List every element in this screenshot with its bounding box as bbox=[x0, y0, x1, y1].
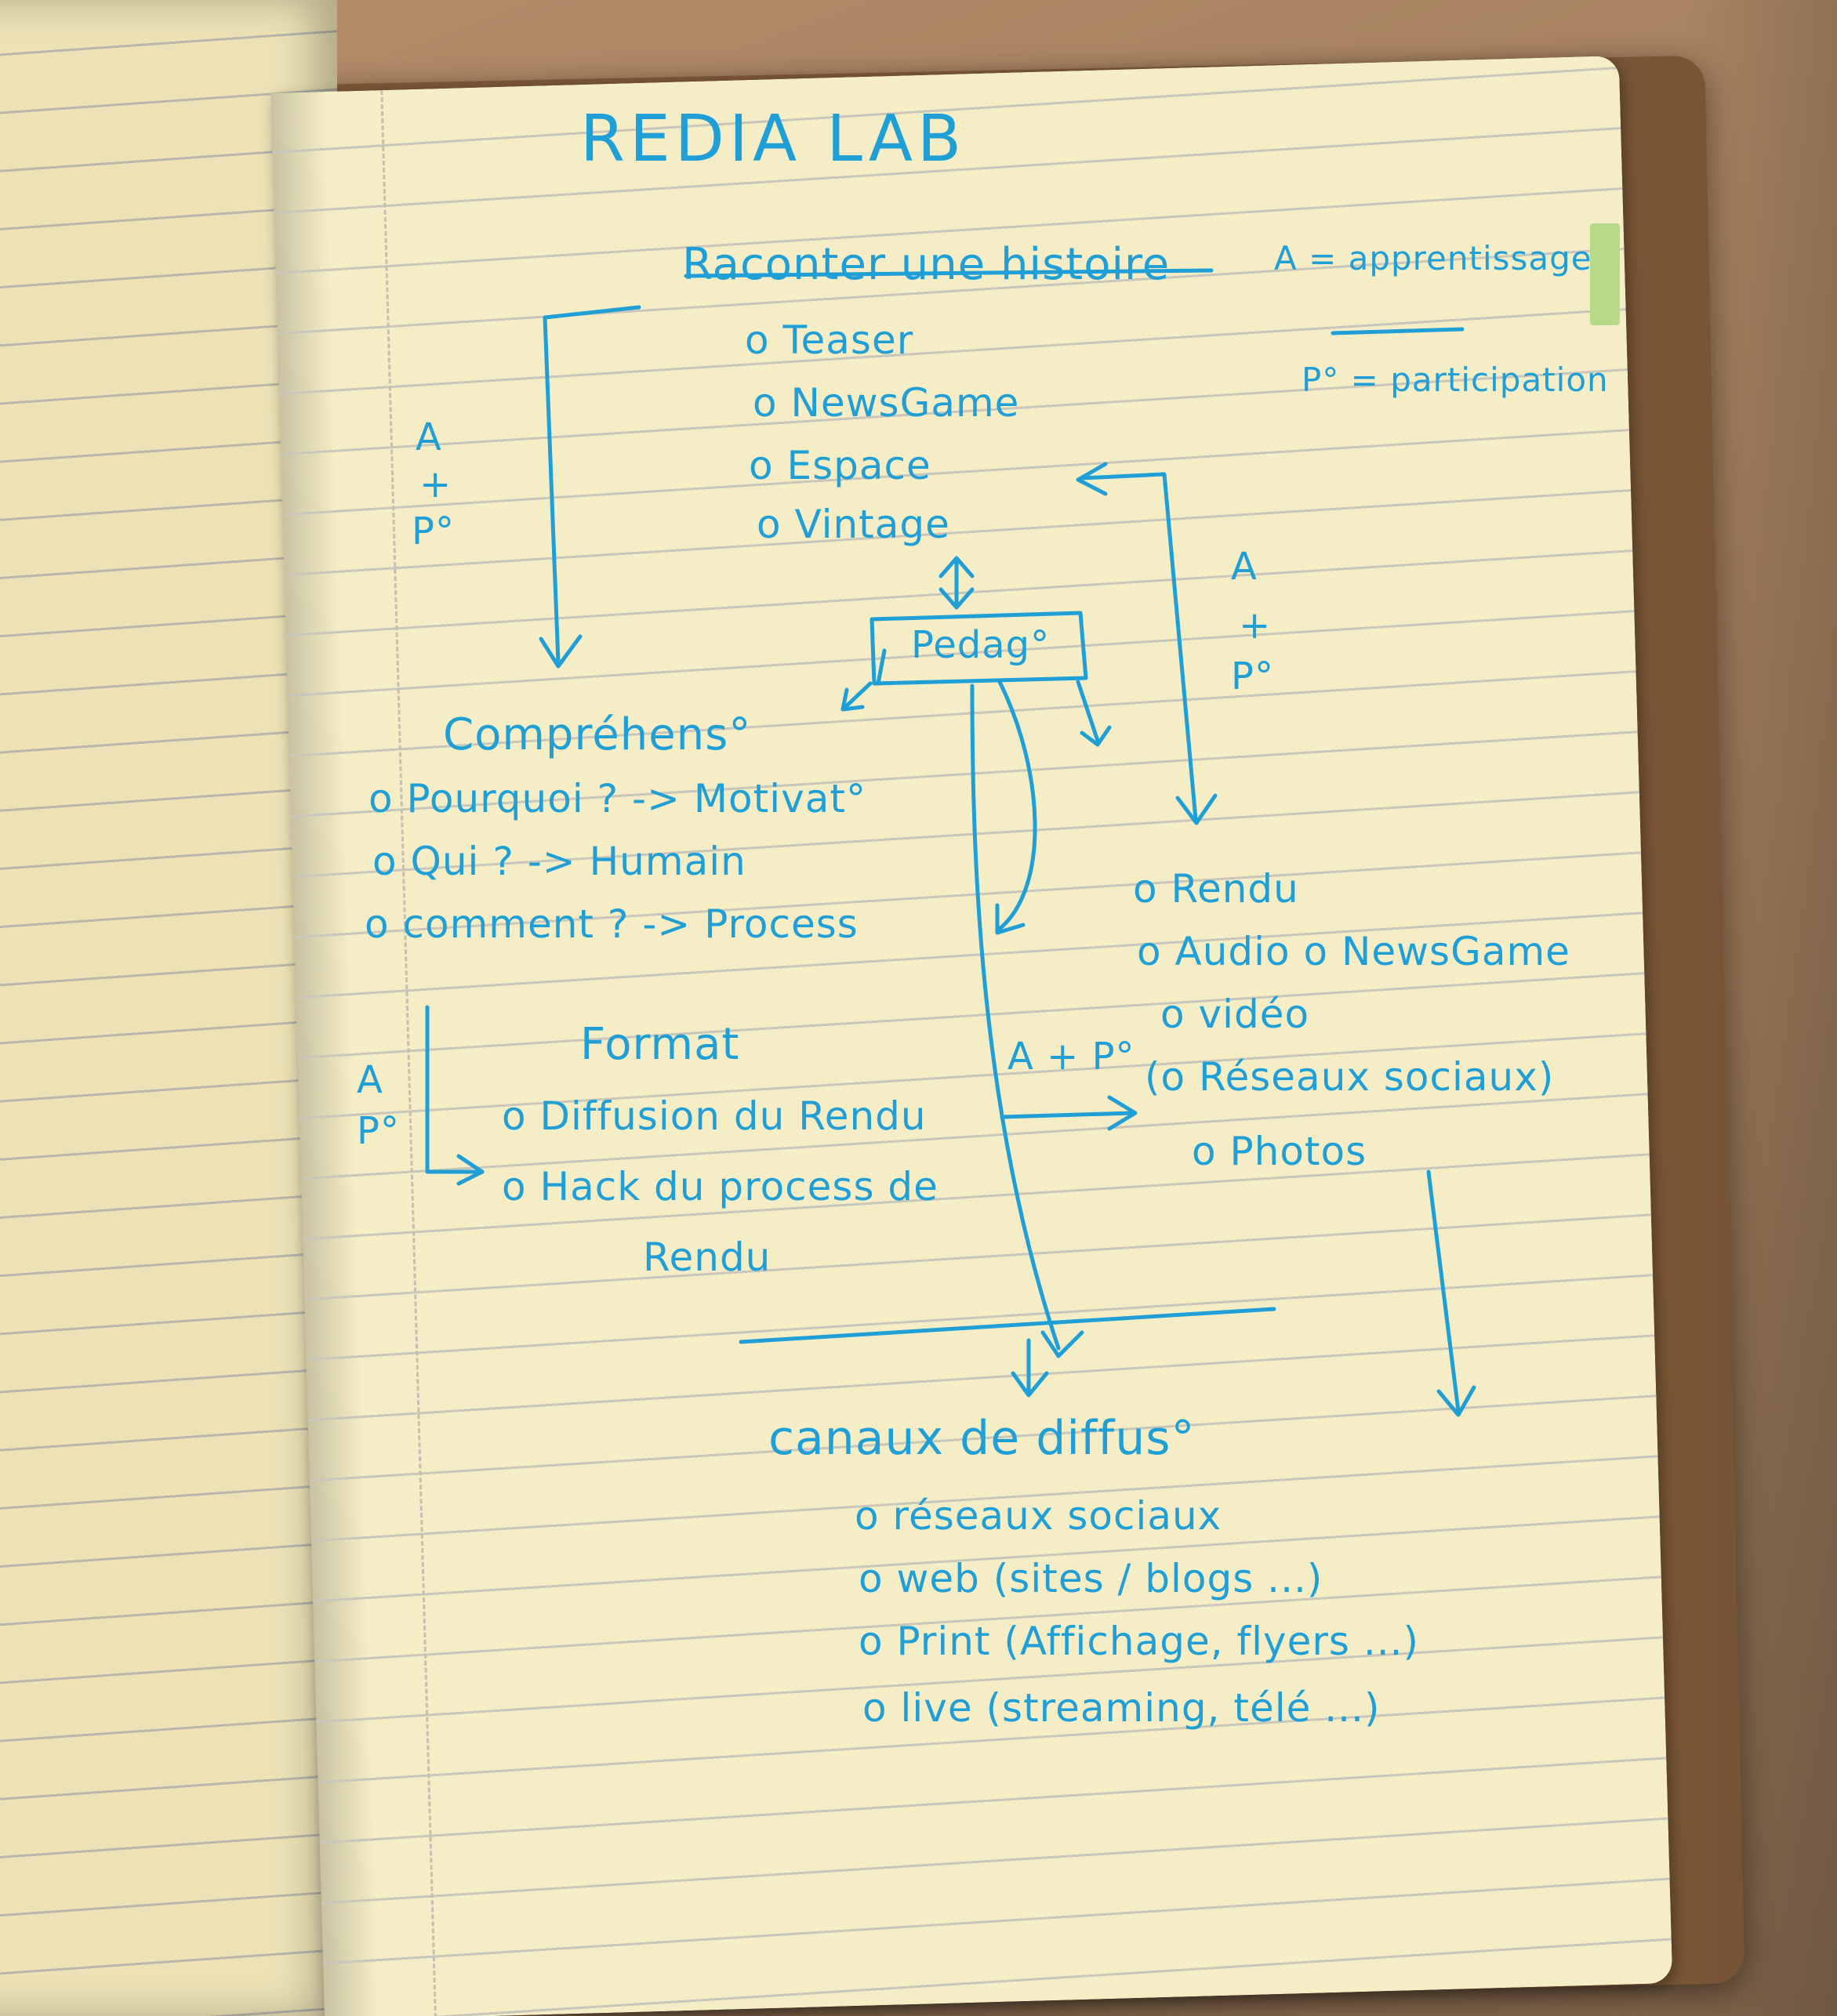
comprehension-item-comment: o comment ? -> Process bbox=[365, 901, 859, 947]
story-item-vintage: o Vintage bbox=[757, 502, 950, 547]
story-item-newsgame: o NewsGame bbox=[753, 380, 1020, 426]
format-arrow-label: A + P° bbox=[1007, 1035, 1135, 1079]
curve-to-process bbox=[997, 680, 1037, 931]
canaux-item-print: o Print (Affichage, flyers ...) bbox=[859, 1619, 1420, 1664]
right-label-plus: + bbox=[1239, 604, 1272, 647]
canaux-item-live: o live (streaming, télé ...) bbox=[862, 1685, 1381, 1731]
separator-line bbox=[739, 1307, 1276, 1344]
bracket-arrow-right bbox=[1080, 472, 1198, 821]
rendu-item-audio-newsgame: o Audio o NewsGame bbox=[1137, 929, 1570, 974]
canaux-heading: canaux de diffus° bbox=[768, 1411, 1196, 1466]
right-label-a: A bbox=[1231, 545, 1258, 589]
left-label-plus: + bbox=[419, 462, 452, 506]
rendu-item-photos: o Photos bbox=[1192, 1129, 1367, 1174]
story-item-teaser: o Teaser bbox=[745, 317, 914, 363]
story-item-espace: o Espace bbox=[749, 443, 931, 488]
comprehension-item-qui: o Qui ? -> Humain bbox=[372, 839, 746, 884]
left-label-a: A bbox=[416, 415, 442, 459]
right-label-p: P° bbox=[1231, 654, 1274, 698]
green-bookmark-tab bbox=[1590, 223, 1620, 325]
comprehension-item-pourquoi: o Pourquoi ? -> Motivat° bbox=[368, 776, 866, 821]
comprehension-heading: Compréhens° bbox=[443, 709, 752, 760]
canaux-item-web: o web (sites / blogs ...) bbox=[859, 1556, 1323, 1601]
format-item-rendu: Rendu bbox=[643, 1235, 771, 1280]
legend-participation: P° = participation bbox=[1302, 361, 1609, 399]
left-label-p: P° bbox=[412, 509, 455, 553]
canaux-item-reseaux: o réseaux sociaux bbox=[855, 1493, 1222, 1539]
heading-underline bbox=[684, 268, 1214, 278]
story-heading: Raconter une histoire bbox=[682, 239, 1171, 290]
bracket-arrow-left bbox=[543, 305, 641, 665]
format-label-a: A bbox=[357, 1058, 383, 1102]
line-to-canaux bbox=[970, 683, 1061, 1351]
format-heading: Format bbox=[580, 1019, 740, 1070]
format-label-p: P° bbox=[357, 1109, 400, 1153]
pedag-box-label: Pedag° bbox=[911, 623, 1051, 667]
notebook-title: REDIA LAB bbox=[580, 102, 967, 176]
table-shadow bbox=[1686, 0, 1837, 2016]
legend-apprentissage: A = apprentissage bbox=[1274, 239, 1592, 277]
format-item-hack: o Hack du process de bbox=[502, 1164, 938, 1209]
rendu-item-video: o vidéo bbox=[1160, 992, 1310, 1037]
pedag-box bbox=[869, 611, 1088, 686]
rendu-item-rendu: o Rendu bbox=[1133, 866, 1299, 912]
format-item-diffusion: o Diffusion du Rendu bbox=[502, 1093, 927, 1139]
rendu-item-reseaux: (o Réseaux sociaux) bbox=[1145, 1054, 1555, 1100]
